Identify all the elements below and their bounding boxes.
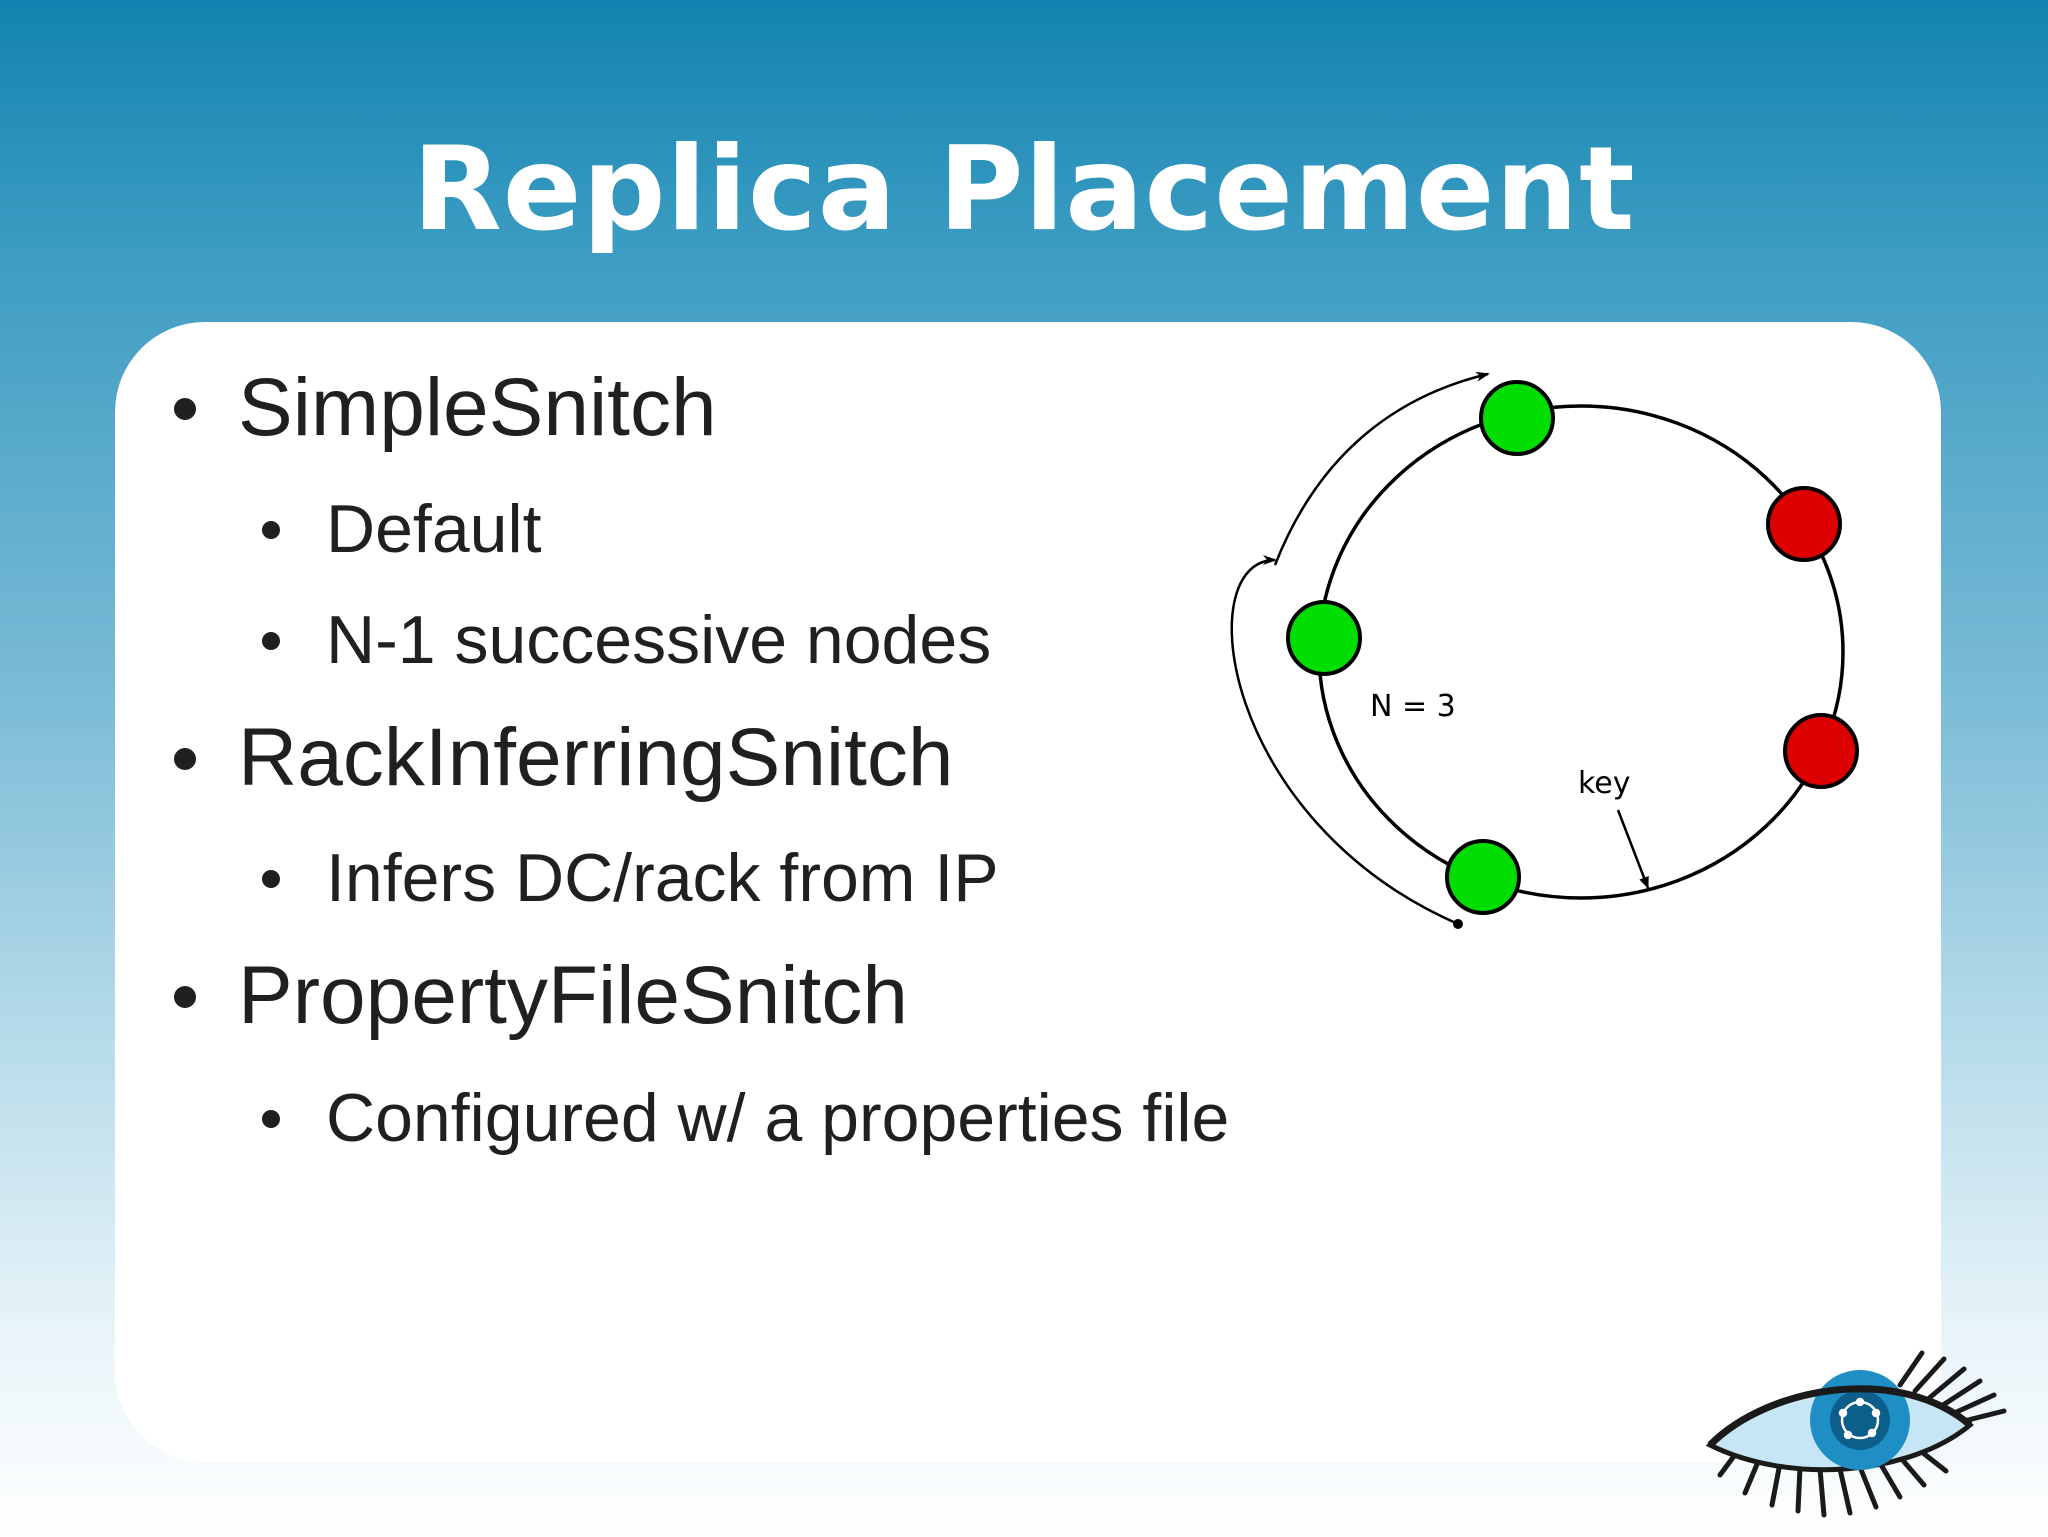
bullet-text: SimpleSnitch xyxy=(238,362,717,453)
node-red-2 xyxy=(1783,713,1859,789)
sub-bullet-successive-nodes: N-1 successive nodes xyxy=(262,600,992,680)
arc-start-point xyxy=(1453,919,1463,929)
bullet-text: Default xyxy=(326,491,542,567)
bullet-dot xyxy=(262,870,280,888)
key-label: key xyxy=(1578,766,1631,801)
bullet-dot xyxy=(262,521,280,539)
sub-bullet-infers-dc-rack: Infers DC/rack from IP xyxy=(262,838,999,918)
bullet-dot xyxy=(174,748,196,770)
bullet-propertyfilesnitch: PropertyFileSnitch xyxy=(174,948,908,1044)
bullet-dot xyxy=(174,986,196,1008)
bullet-text: RackInferringSnitch xyxy=(238,712,954,803)
bullet-text: Infers DC/rack from IP xyxy=(326,840,999,916)
sub-bullet-properties-file: Configured w/ a properties file xyxy=(262,1078,1230,1158)
bullet-dot xyxy=(262,1110,280,1128)
sub-bullet-default: Default xyxy=(262,489,542,569)
key-pointer xyxy=(1616,809,1650,889)
replication-factor-label: N = 3 xyxy=(1370,689,1456,724)
slide-title: Replica Placement xyxy=(412,122,1636,257)
replication-arc-upper xyxy=(1273,371,1490,566)
bullet-simplesnitch: SimpleSnitch xyxy=(174,360,717,456)
bullet-text: PropertyFileSnitch xyxy=(238,950,908,1041)
cassandra-eye-logo xyxy=(1705,1350,2007,1518)
replication-arc-lower xyxy=(1230,555,1459,926)
replica-node-1 xyxy=(1479,380,1555,456)
token-ring xyxy=(1317,404,1845,900)
bullet-dot xyxy=(262,632,280,650)
replica-node-3 xyxy=(1445,839,1521,915)
replica-node-2 xyxy=(1286,600,1362,676)
bullet-rackinferringsnitch: RackInferringSnitch xyxy=(174,710,954,806)
node-red-1 xyxy=(1766,486,1842,562)
bullet-text: N-1 successive nodes xyxy=(326,602,992,678)
bullet-text: Configured w/ a properties file xyxy=(326,1080,1230,1156)
bullet-dot xyxy=(174,398,196,420)
